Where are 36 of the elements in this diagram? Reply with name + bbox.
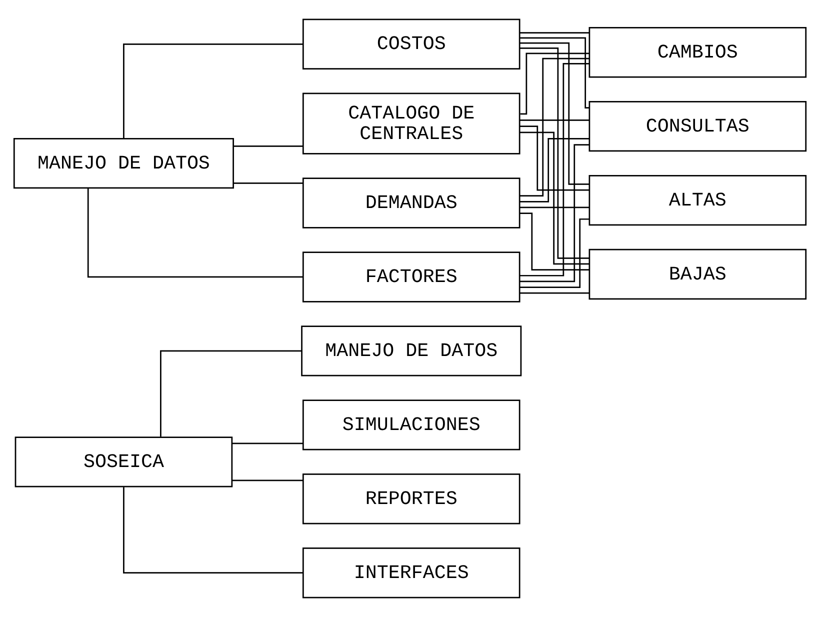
- connector: [160, 350, 302, 437]
- connector: [520, 292, 590, 294]
- connector: [520, 42, 590, 185]
- node-box: SIMULACIONES: [302, 400, 520, 450]
- node-box: COSTOS: [302, 18, 520, 70]
- node-box: CAMBIOS: [588, 27, 807, 78]
- node-box: DEMANDAS: [302, 178, 520, 228]
- connector: [520, 138, 590, 202]
- node-box: REPORTES: [302, 474, 520, 524]
- connector: [234, 146, 303, 147]
- node-box: FACTORES: [302, 252, 520, 302]
- connector: [520, 32, 590, 34]
- connector: [520, 126, 590, 191]
- connector: [87, 188, 303, 278]
- node-box: ALTAS: [588, 174, 807, 226]
- connector: [520, 132, 590, 265]
- node-box: CONSULTAS: [588, 100, 807, 152]
- node-box: CATALOGO DE CENTRALES: [302, 92, 520, 154]
- connector: [232, 480, 304, 482]
- connector: [520, 144, 589, 282]
- connector: [520, 52, 590, 115]
- connector: [232, 442, 304, 444]
- node-box: MANEJO DE DATOS: [301, 326, 522, 376]
- connector: [123, 487, 304, 574]
- connector: [520, 206, 590, 208]
- node-box: MANEJO DE DATOS: [13, 138, 234, 189]
- connector: [123, 43, 304, 139]
- connector: [520, 212, 590, 270]
- connector: [520, 119, 590, 121]
- node-box: INTERFACES: [302, 548, 520, 598]
- node-box: BAJAS: [588, 248, 807, 300]
- connector: [520, 58, 590, 197]
- connector: [234, 182, 303, 184]
- node-box: SOSEICA: [14, 436, 233, 488]
- connector: [520, 37, 590, 109]
- connector: [520, 218, 590, 288]
